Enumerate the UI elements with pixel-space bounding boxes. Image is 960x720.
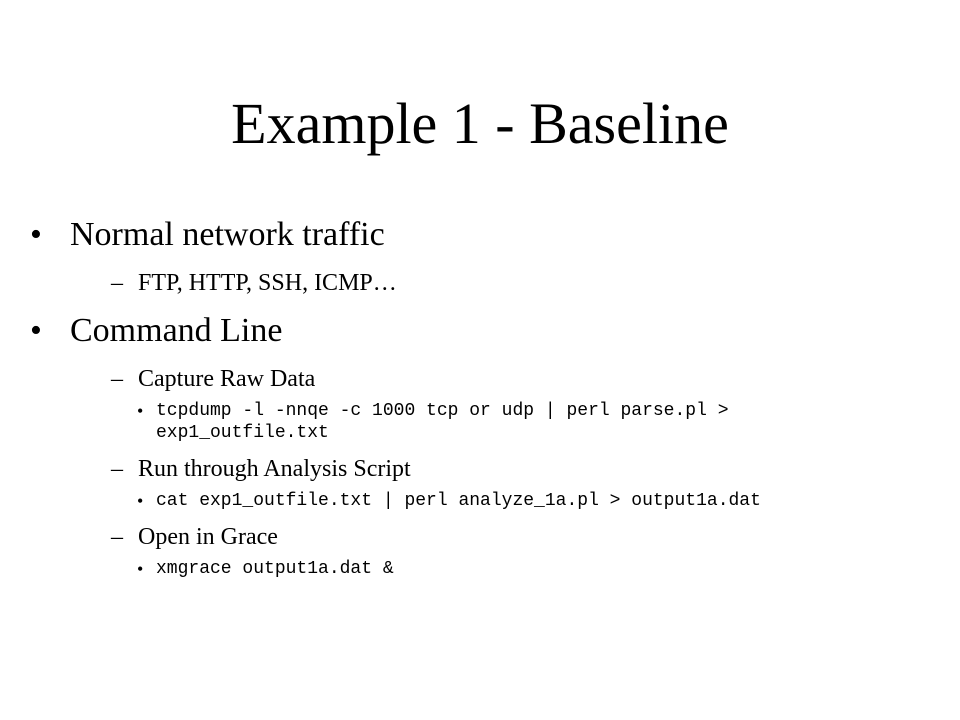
sub-bullet-text: FTP, HTTP, SSH, ICMP… <box>138 270 397 296</box>
code-bullet-marker: • <box>137 491 144 511</box>
dash-marker: – <box>111 366 123 392</box>
bullet-marker: • <box>30 312 42 349</box>
code-text: tcpdump -l -nnqe -c 1000 tcp or udp | pe… <box>156 401 729 443</box>
code-bullet-xmgrace: • xmgrace output1a.dat & <box>30 558 836 580</box>
code-text: xmgrace output1a.dat & <box>156 559 394 579</box>
sub-bullet-text: Run through Analysis Script <box>138 456 411 482</box>
code-bullet-cat-analyze: • cat exp1_outfile.txt | perl analyze_1a… <box>30 490 836 512</box>
code-bullet-tcpdump: • tcpdump -l -nnqe -c 1000 tcp or udp | … <box>30 400 836 444</box>
code-bullet-marker: • <box>137 401 144 421</box>
slide-title: Example 1 - Baseline <box>231 91 729 156</box>
bullet-text: Normal network traffic <box>70 216 385 253</box>
code-text: cat exp1_outfile.txt | perl analyze_1a.p… <box>156 491 761 511</box>
sub-bullet-text: Capture Raw Data <box>138 366 316 392</box>
bullet-marker: • <box>30 216 42 253</box>
slide-content: • Normal network traffic – FTP, HTTP, SS… <box>30 212 940 580</box>
dash-marker: – <box>111 524 123 550</box>
sub-bullet-open-in-grace: – Open in Grace <box>30 520 940 554</box>
sub-bullet-capture-raw-data: – Capture Raw Data <box>30 362 940 396</box>
code-bullet-marker: • <box>137 559 144 579</box>
dash-marker: – <box>111 270 123 296</box>
sub-bullet-text: Open in Grace <box>138 524 278 550</box>
bullet-normal-network-traffic: • Normal network traffic <box>30 212 940 258</box>
sub-bullet-run-analysis-script: – Run through Analysis Script <box>30 452 940 486</box>
sub-bullet-protocols: – FTP, HTTP, SSH, ICMP… <box>30 266 940 300</box>
bullet-command-line: • Command Line <box>30 308 940 354</box>
bullet-text: Command Line <box>70 312 283 349</box>
dash-marker: – <box>111 456 123 482</box>
